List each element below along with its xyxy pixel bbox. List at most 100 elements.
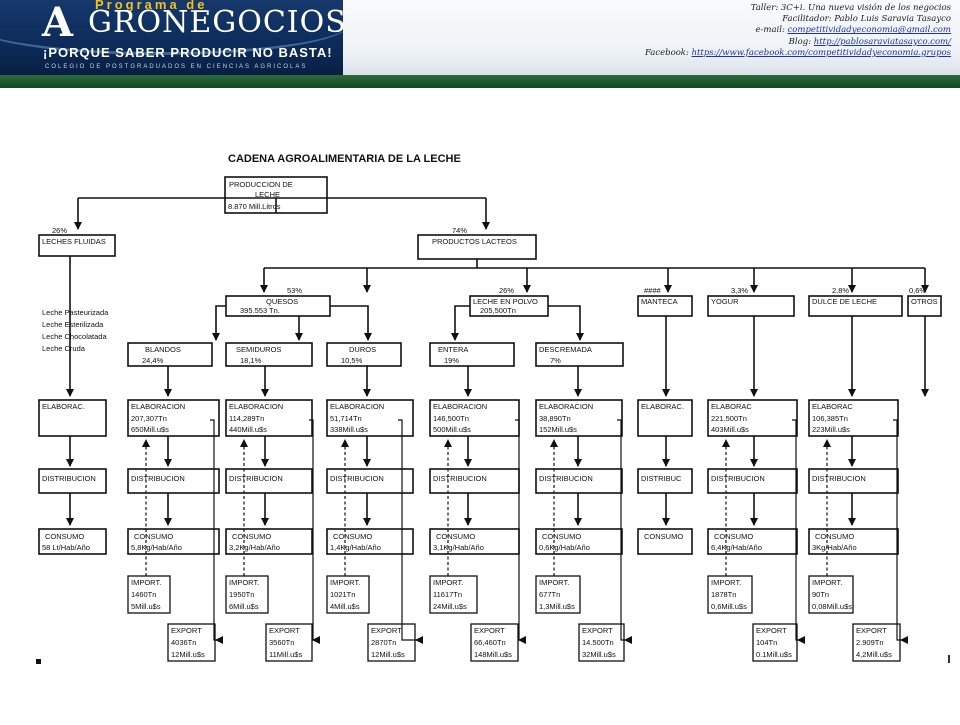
subtype-pct: 7% (550, 356, 561, 365)
fluid-type-label: Leche Pasteurizada (42, 308, 109, 317)
elaboration-label: ELABORAC (711, 402, 752, 411)
import-box (429, 575, 478, 614)
consumption-value: 6,4Kg/Hab/Año (711, 543, 762, 552)
export-volume: 14.500Tn (582, 638, 614, 647)
logo-wordmark: GRONEGOCIOS (88, 5, 343, 40)
consumption-box (808, 528, 899, 555)
arrow (548, 305, 584, 341)
logo-initial: A (42, 0, 74, 46)
product-pct: 2,8% (832, 286, 849, 295)
consumption-box (127, 528, 220, 555)
elaboration-value: 440Mill.u$s (229, 425, 267, 434)
consumption-label: CONSUMO (644, 532, 683, 541)
import-label: IMPORT. (131, 578, 161, 587)
import-value: 24Mill.u$s (433, 602, 467, 611)
elaboration-label: ELABORACION (229, 402, 283, 411)
subtype-pct: 10,5% (341, 356, 363, 365)
elaboration-box (38, 399, 107, 437)
consumption-box (225, 528, 313, 555)
distribution-box (637, 468, 693, 494)
product-pct: #### (644, 286, 662, 295)
branch-label: PRODUCTOS LACTEOS (432, 237, 517, 246)
export-volume: 2.909Tn (856, 638, 884, 647)
distribution-box (429, 468, 520, 494)
elaboration-value: 338Mill.u$s (330, 425, 368, 434)
export-box (265, 623, 313, 662)
import-volume: 1878Tn (711, 590, 736, 599)
export-value: 148Mill.u$s (474, 650, 512, 659)
distribution-box (808, 468, 899, 494)
distribution-label: DISTRIBUCION (229, 474, 283, 483)
product-pct: 3,3% (731, 286, 748, 295)
consumption-value: 5,8Kg/Hab/Año (131, 543, 182, 552)
elaboration-label: ELABORACION (433, 402, 487, 411)
elaboration-label: ELABORACION (330, 402, 384, 411)
facebook-link[interactable]: https://www.facebook.com/competitividady… (691, 47, 951, 58)
elaboration-box (808, 399, 899, 437)
workshop-title: Taller: 3C+i. Una nueva visión de los ne… (750, 3, 951, 13)
subtype-label: DUROS (349, 345, 376, 354)
logo-slogan: ¡PORQUE SABER PRODUCIR NO BASTA! (43, 45, 333, 60)
agronegocios-logo: Programa de A GRONEGOCIOS ¡PORQUE SABER … (0, 0, 343, 75)
facebook-label: Facebook: (644, 47, 692, 58)
distribution-label: DISTRIBUCION (330, 474, 384, 483)
elaboration-value: 500Mill.u$s (433, 425, 471, 434)
distribution-label: DISTRIBUCION (812, 474, 866, 483)
elaboration-box (707, 399, 798, 437)
consumption-value: 0,6Kg/Hab/Año (539, 543, 590, 552)
import-value: 0,6Mill.u$s (711, 602, 747, 611)
distribution-box (326, 468, 414, 494)
export-value: 11Mill.u$s (269, 650, 302, 659)
consumption-box (429, 528, 520, 555)
export-label: EXPORT (474, 626, 505, 635)
import-box (707, 575, 753, 614)
email-line: e-mail: competitividadyeconomia@gmail.co… (645, 25, 952, 36)
distribution-box (38, 468, 107, 494)
elaboration-box (225, 399, 313, 437)
subtype-pct: 19% (444, 356, 459, 365)
email-label: e-mail: (755, 25, 788, 36)
import-volume: 1021Tn (330, 590, 355, 599)
elaboration-volume: 38,890Tn (539, 414, 571, 423)
product-pct: 26% (499, 286, 514, 295)
product-label: DULCE DE LECHE (812, 297, 877, 306)
consumption-label: CONSUMO (815, 532, 854, 541)
elaboration-box (326, 399, 414, 437)
connector (215, 305, 226, 330)
product-label: YOGUR (711, 297, 739, 306)
distribution-label: DISTRIBUCION (433, 474, 487, 483)
root-label: PRODUCCION DE (229, 180, 293, 189)
root-label: LECHE (255, 190, 280, 199)
import-value: 6Mill.u$s (229, 602, 259, 611)
elaboration-box (429, 399, 520, 437)
logo-swoosh (0, 0, 343, 55)
product-label: OTROS (911, 297, 938, 306)
product-label: QUESOS (266, 297, 298, 306)
elaboration-volume: 221.500Tn (711, 414, 747, 423)
branch-box-fluid (38, 234, 116, 257)
distribution-box (707, 468, 798, 494)
branch-box-dairy (417, 234, 537, 260)
export-value: 12Mill.u$s (371, 650, 405, 659)
distribution-box (225, 468, 313, 494)
distribution-label: DISTRIBUCION (42, 474, 96, 483)
import-volume: 90Tn (812, 590, 829, 599)
import-label: IMPORT. (330, 578, 360, 587)
blog-link[interactable]: http://pablosaraviatasayco.com/ (813, 36, 951, 47)
branch-pct: 74% (452, 226, 467, 235)
diagram-title: CADENA AGROALIMENTARIA DE LA LECHE (228, 153, 461, 165)
root-value: 8.870 Mill.Litros (228, 202, 281, 211)
elaboration-volume: 146,500Tn (433, 414, 469, 423)
arrow (330, 305, 372, 341)
email-link[interactable]: competitividadyeconomia@gmail.com (787, 25, 951, 36)
export-volume: 2870Tn (371, 638, 396, 647)
elaboration-label: ELABORACION (131, 402, 185, 411)
product-box (707, 295, 795, 317)
elaboration-value: 152Mill.u$s (539, 425, 577, 434)
consumption-label: CONSUMO (134, 532, 173, 541)
subtype-box (429, 342, 515, 367)
subtype-box (326, 342, 402, 367)
elaboration-value: 403Mill.u$s (711, 425, 749, 434)
product-value: 205,500Tn (480, 306, 516, 315)
elaboration-label: ELABORAC. (42, 402, 85, 411)
